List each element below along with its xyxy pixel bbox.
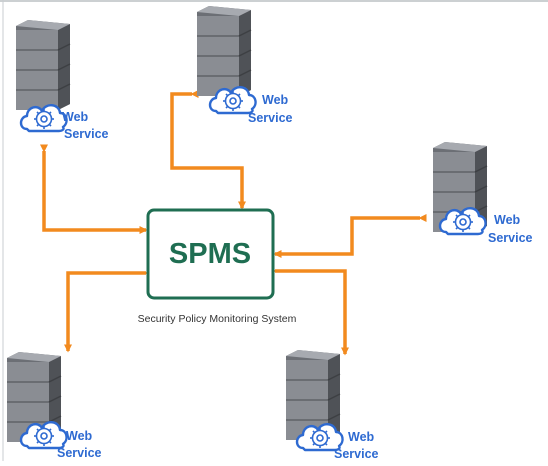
service-label-line2: Service: [488, 231, 533, 245]
service-label-line1: Web: [262, 93, 289, 107]
connector-top-left: [40, 144, 148, 234]
service-label-line1: Web: [62, 110, 89, 124]
connectors: [40, 90, 427, 356]
svg-text:Web: Web: [66, 429, 93, 443]
service-bottom-right: Web Service: [285, 349, 379, 461]
svg-text:Service: Service: [334, 447, 379, 461]
connector-top-center: [170, 90, 246, 210]
service-bottom-left: Web Service: [6, 351, 102, 460]
connector-bottom-right: [268, 267, 349, 356]
connector-right: [273, 214, 427, 258]
service-top-left: Web Service: [15, 19, 109, 141]
service-label-line2: Service: [248, 111, 293, 125]
service-label-line1: Web: [348, 430, 375, 444]
svg-text:Web: Web: [494, 213, 521, 227]
service-label-line1: Web: [66, 429, 93, 443]
service-label-line2: Service: [64, 127, 109, 141]
server-icon: [15, 19, 71, 111]
svg-text:Service: Service: [488, 231, 533, 245]
svg-text:Service: Service: [248, 111, 293, 125]
spms-box: [146, 208, 275, 300]
spms-label: SPMS: [169, 238, 251, 270]
service-top-center: Web Service: [196, 5, 293, 125]
connector-bottom-left: [64, 269, 153, 353]
server-icon: [196, 5, 252, 97]
svg-text:Web: Web: [262, 93, 289, 107]
service-label-line2: Service: [334, 447, 379, 461]
service-right: Web Service: [432, 141, 533, 245]
svg-text:Service: Service: [64, 127, 109, 141]
svg-text:Web: Web: [62, 110, 89, 124]
svg-text:Web: Web: [348, 430, 375, 444]
spms-caption: Security Policy Monitoring System: [138, 313, 297, 325]
service-label-line2: Service: [57, 446, 102, 460]
service-label-line1: Web: [494, 213, 521, 227]
spms-hub: SPMS Security Policy Monitoring System: [138, 208, 297, 325]
svg-text:Service: Service: [57, 446, 102, 460]
